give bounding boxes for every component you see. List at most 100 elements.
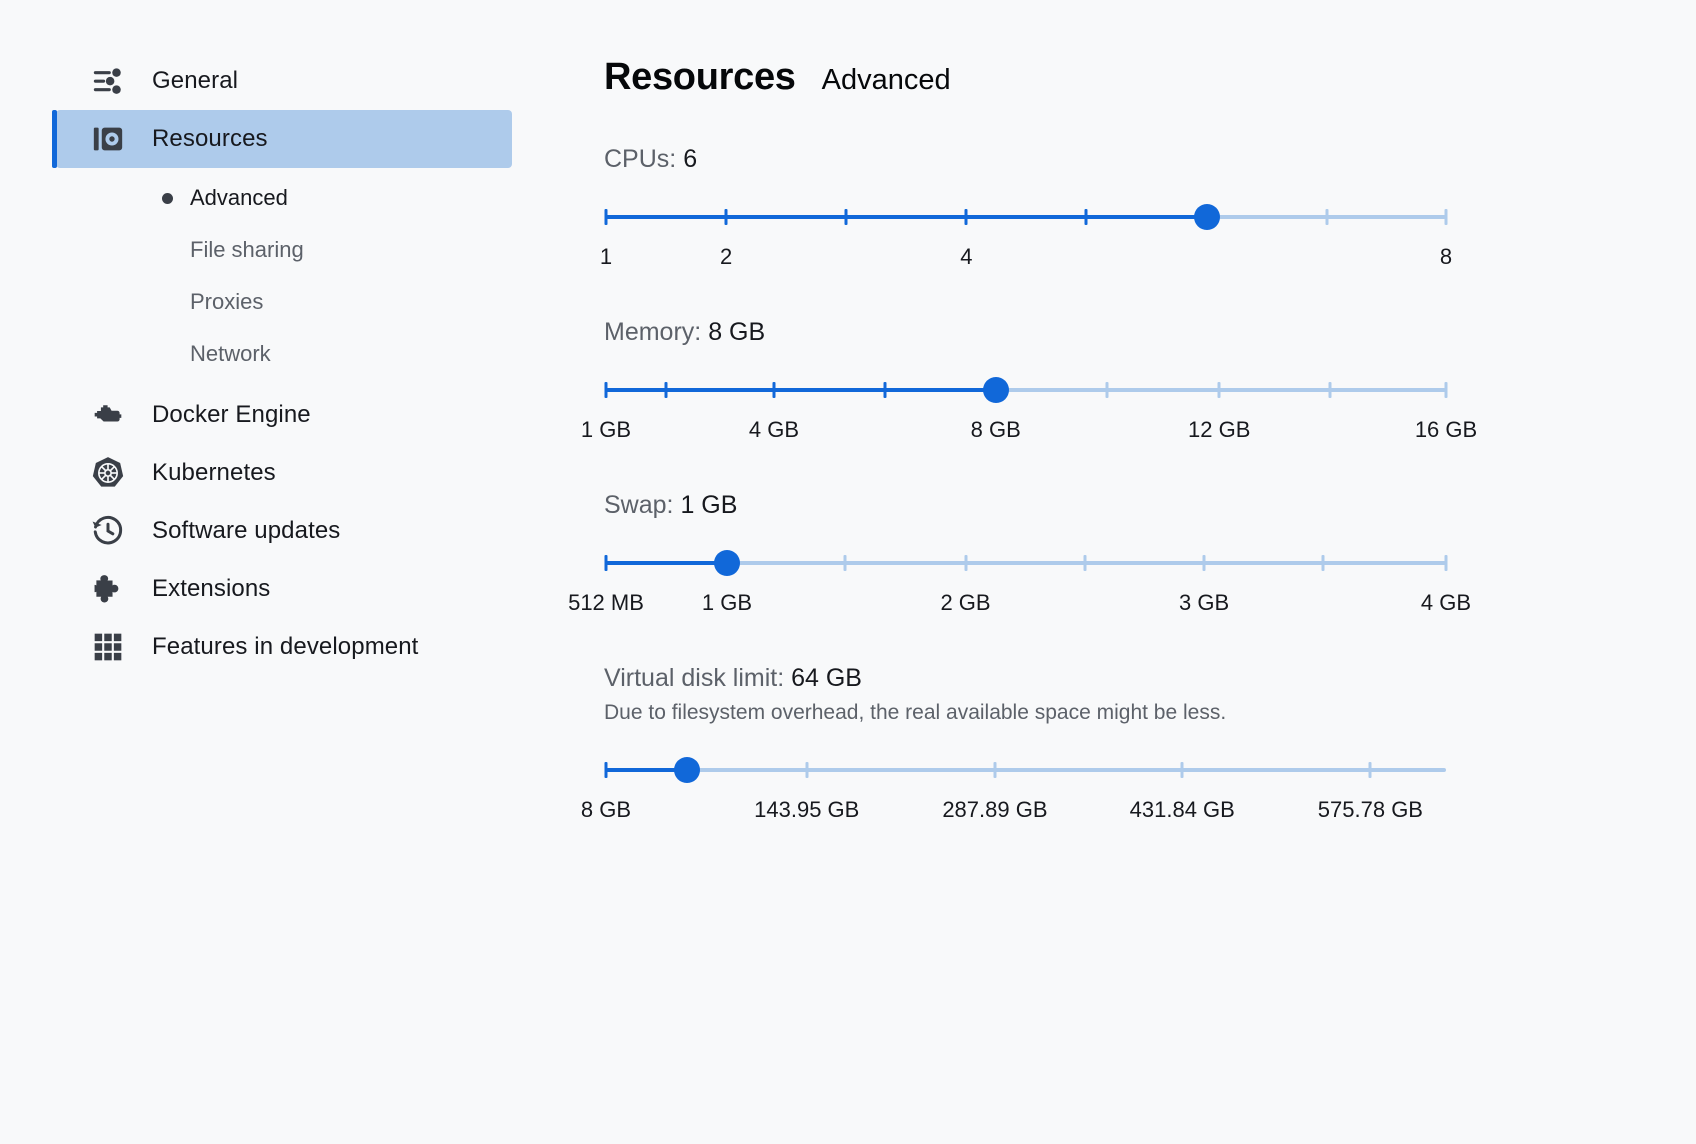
swap-slider-thumb[interactable] — [713, 550, 740, 576]
sidebar-item-label: Kubernetes — [152, 459, 276, 486]
cpus-slider-tick — [1084, 209, 1088, 225]
virtual-disk-limit-slider-thumb[interactable] — [673, 757, 700, 783]
sidebar-subitem-network[interactable]: Network — [0, 328, 568, 380]
sidebar-subitem-advanced[interactable]: Advanced — [0, 172, 568, 224]
sidebar-item-features-in-development[interactable]: Features in development — [56, 618, 512, 676]
virtual-disk-limit-slider-tick — [993, 762, 997, 778]
sidebar-item-label: Resources — [152, 125, 268, 152]
memory-slider[interactable] — [604, 377, 1448, 403]
virtual-disk-limit-tick-label: 287.89 GB — [942, 797, 1048, 822]
cpus-slider-tick — [1444, 209, 1448, 225]
swap-slider-tick — [604, 555, 608, 571]
cpus-slider-tick — [724, 209, 728, 225]
virtual-disk-limit-tick-label: 431.84 GB — [1129, 797, 1235, 822]
sliders-icon — [90, 63, 126, 99]
virtual-disk-limit-slider-tick — [1180, 762, 1184, 778]
swap-tick-label: 1 GB — [701, 590, 753, 615]
virtual-disk-limit-label: Virtual disk limit: 64 GB — [604, 664, 1696, 693]
sidebar-subitem-label: Network — [190, 341, 271, 366]
swap-slider-tick — [1444, 555, 1448, 571]
swap-label: Swap: 1 GB — [604, 491, 1696, 520]
swap-tick-label: 512 MB — [568, 590, 644, 615]
swap-slider-track[interactable] — [606, 561, 1446, 565]
sidebar-subitem-file-sharing[interactable]: File sharing — [0, 224, 568, 276]
virtual-disk-limit-tick-label: 8 GB — [580, 797, 632, 822]
virtual-disk-limit-slider-track[interactable] — [606, 768, 1446, 772]
cpus-tick-label: 4 — [960, 244, 973, 269]
memory-value: 8 GB — [708, 318, 766, 346]
swap-tick-label: 2 GB — [940, 590, 991, 615]
sidebar-subitem-label: File sharing — [190, 237, 304, 262]
engine-icon — [90, 397, 126, 433]
memory-tick-label: 1 GB — [580, 417, 632, 442]
sidebar-item-docker-engine[interactable]: Docker Engine — [56, 386, 512, 444]
sidebar-subitem-proxies[interactable]: Proxies — [0, 276, 568, 328]
virtual-disk-limit-note: Due to filesystem overhead, the real ava… — [604, 701, 1227, 724]
memory-slider-tick — [883, 382, 887, 398]
swap-slider-tick — [1083, 555, 1087, 571]
memory-slider-tick — [1217, 382, 1221, 398]
memory-slider-track[interactable] — [606, 388, 1446, 392]
swap-tick-labels: 512 MB 1 GB 2 GB 3 GB 4 GB — [568, 590, 1471, 622]
resources-subnav: Advanced File sharing Proxies Network — [0, 172, 568, 380]
cpus-label: CPUs: 6 — [604, 145, 1696, 174]
page-header: Resources Advanced — [604, 56, 1696, 99]
cpus-slider-fill — [606, 215, 1207, 219]
swap-slider-fill — [606, 561, 727, 565]
sidebar-item-label: Docker Engine — [152, 401, 311, 428]
swap-slider-tick — [1202, 555, 1206, 571]
sidebar-item-label: General — [152, 67, 239, 94]
swap-slider[interactable] — [604, 550, 1448, 576]
section-swap: Swap: 1 GB 512 MB 1 GB 2 GB 3 GB 4 GB — [568, 491, 1696, 622]
cpus-tick-label: 8 — [1439, 244, 1453, 269]
swap-slider-tick — [843, 555, 847, 571]
virtual-disk-limit-value: 64 GB — [791, 664, 862, 692]
grid-icon — [90, 629, 126, 665]
cpus-slider-tick — [844, 209, 848, 225]
memory-tick-label: 12 GB — [1188, 417, 1251, 442]
bullet-icon — [162, 192, 173, 204]
memory-slider-tick — [1105, 382, 1109, 398]
settings-sidebar: General Resources Advanced File sharing — [0, 0, 568, 1144]
section-virtual-disk-limit: Virtual disk limit: 64 GB Due to filesyst… — [581, 664, 1696, 829]
page-title: Resources — [604, 56, 796, 98]
cpus-slider-thumb[interactable] — [1193, 204, 1220, 230]
sidebar-item-software-updates[interactable]: Software updates — [56, 502, 512, 560]
sidebar-item-kubernetes[interactable]: Kubernetes — [56, 444, 512, 502]
cpus-slider-tick — [604, 209, 608, 225]
memory-slider-tick — [1328, 382, 1332, 398]
sidebar-item-resources[interactable]: Resources — [52, 110, 512, 168]
memory-slider-tick — [604, 382, 608, 398]
sidebar-item-general[interactable]: General — [56, 52, 512, 110]
virtual-disk-limit-label-prefix: Virtual disk limit: — [604, 664, 792, 692]
cpus-label-prefix: CPUs: — [604, 145, 684, 173]
virtual-disk-limit-slider[interactable] — [604, 757, 1446, 783]
puzzle-piece-icon — [90, 571, 126, 607]
cpus-slider-tick — [1325, 209, 1329, 225]
swap-tick-label: 3 GB — [1179, 590, 1230, 615]
sidebar-item-extensions[interactable]: Extensions — [56, 560, 512, 618]
memory-slider-tick — [664, 382, 668, 398]
memory-label: Memory: 8 GB — [604, 318, 1696, 347]
virtual-disk-limit-slider-tick — [604, 762, 608, 778]
memory-slider-tick — [772, 382, 776, 398]
memory-tick-label: 4 GB — [748, 417, 800, 442]
sidebar-item-label: Extensions — [152, 575, 271, 602]
virtual-disk-limit-tick-label: 143.95 GB — [754, 797, 860, 822]
sidebar-item-label: Software updates — [152, 517, 341, 544]
sidebar-item-label: Features in development — [152, 633, 419, 660]
sidebar-subitem-label: Advanced — [190, 185, 288, 210]
cpus-slider[interactable] — [604, 204, 1448, 230]
swap-slider-tick — [964, 555, 968, 571]
memory-slider-thumb[interactable] — [982, 377, 1009, 403]
cpus-value: 6 — [683, 145, 698, 173]
swap-tick-label: 4 GB — [1420, 590, 1472, 615]
swap-value: 1 GB — [680, 491, 738, 519]
memory-tick-label: 16 GB — [1414, 417, 1478, 442]
virtual-disk-limit-slider-tick — [1368, 762, 1372, 778]
